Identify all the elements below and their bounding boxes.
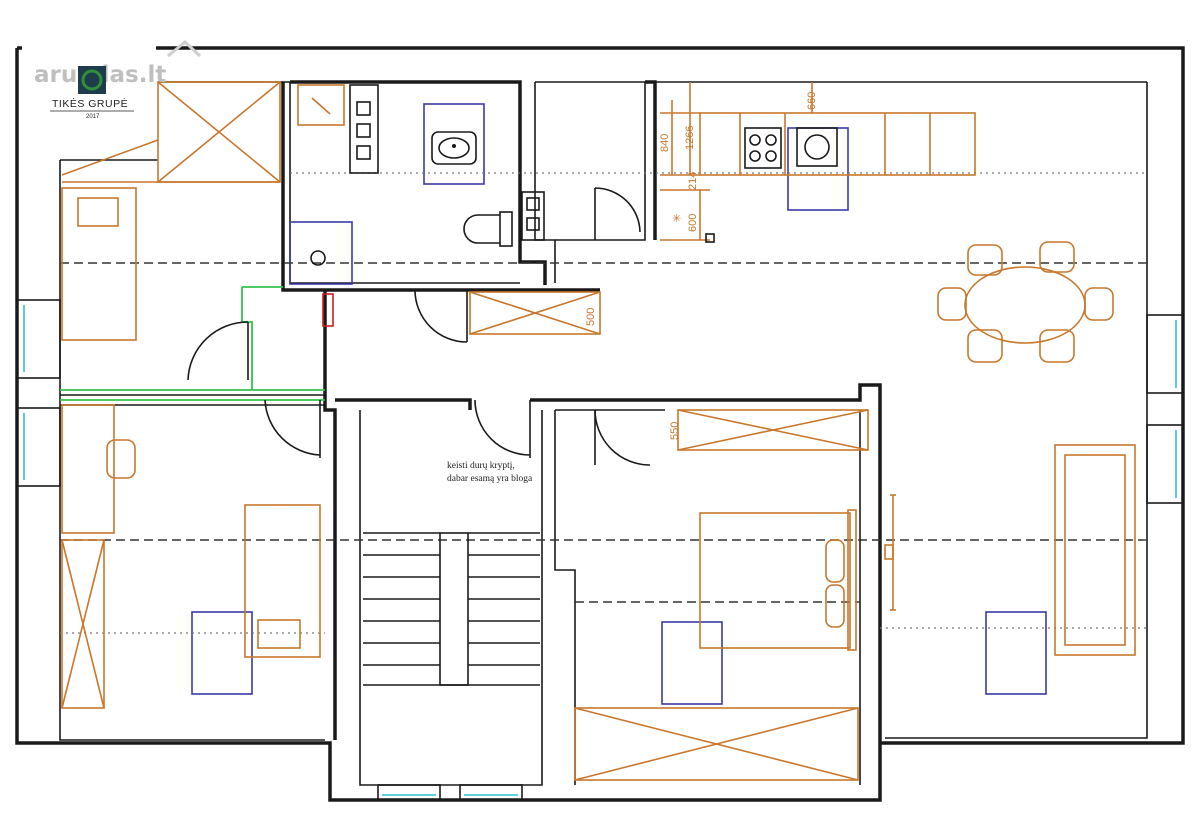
logo: aruodas.lt TIKĖS GRUPĖ 2017 [22, 40, 202, 120]
door-note: keisti durų kryptį, dabar esamą yra blog… [447, 461, 533, 484]
bathroom [297, 84, 545, 266]
logo-year: 2017 [86, 114, 100, 120]
dim-600: 600 [687, 214, 699, 232]
staircase [363, 532, 540, 686]
dim-214: 214 [687, 172, 699, 190]
dimension-labels: 840 1266 660 214 600 500 550 ✳ [585, 92, 818, 440]
hall-wardrobe [415, 289, 601, 335]
dim-1266: 1266 [684, 126, 696, 150]
left-top-room [61, 81, 281, 341]
dim-marker: ✳ [672, 213, 681, 225]
note-line-1: keisti durų kryptį, [447, 461, 515, 471]
living-area [884, 444, 1136, 656]
kitchen [660, 82, 976, 243]
dim-500: 500 [585, 308, 597, 326]
doors [187, 187, 651, 466]
dim-550: 550 [669, 422, 681, 440]
left-bottom-room [61, 404, 321, 709]
bedroom [574, 409, 869, 781]
windows [16, 299, 1184, 801]
dining-set [937, 241, 1114, 363]
interior-walls [60, 80, 882, 786]
logo-company: TIKĖS GRUPĖ [52, 97, 128, 110]
dim-840: 840 [659, 134, 671, 152]
dim-660: 660 [806, 92, 818, 110]
note-line-2: dabar esamą yra bloga [447, 474, 533, 484]
partitions [60, 286, 334, 401]
slope-lines [60, 172, 1147, 634]
roof-windows [191, 103, 1047, 705]
